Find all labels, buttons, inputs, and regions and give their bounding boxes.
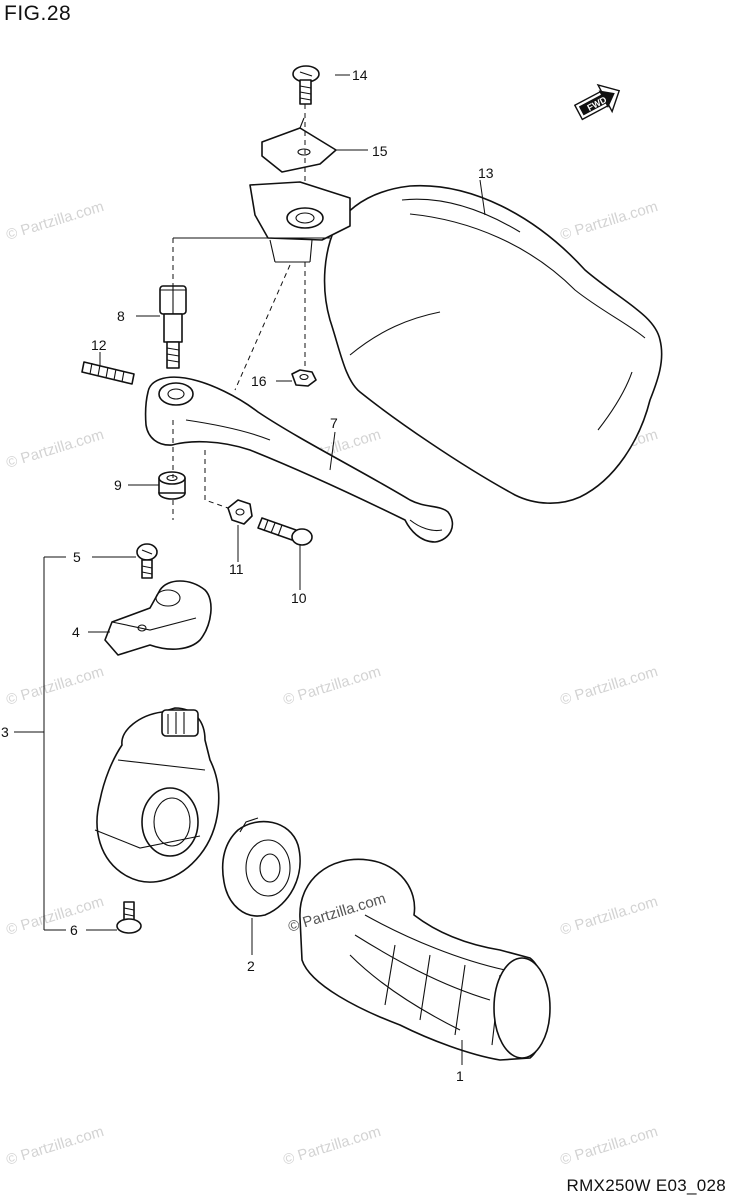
screw-5 xyxy=(136,543,158,579)
nut-16 xyxy=(291,369,317,387)
bolt-10 xyxy=(257,517,313,546)
callout-12: 12 xyxy=(91,337,107,353)
hand-guard xyxy=(323,184,663,504)
watermark-text: © Partzilla.com xyxy=(558,663,660,709)
callout-4: 4 xyxy=(72,624,80,640)
watermark-text: © Partzilla.com xyxy=(4,426,106,472)
watermark-text: © Partzilla.com xyxy=(281,663,383,709)
watermark-text: © Partzilla.com xyxy=(281,1123,383,1169)
screw-14 xyxy=(292,65,320,105)
callout-3: 3 xyxy=(1,724,9,740)
callout-5: 5 xyxy=(73,549,81,565)
watermark-text: © Partzilla.com xyxy=(558,1123,660,1169)
screw-6 xyxy=(116,901,142,934)
callout-1: 1 xyxy=(456,1068,464,1084)
brake-lever xyxy=(144,376,454,543)
watermark-text: © Partzilla.com xyxy=(558,893,660,939)
watermark-text: © Partzilla.com xyxy=(4,893,106,939)
assembly-axis-lines xyxy=(172,104,330,520)
callouts: 14 15 13 8 12 16 7 9 11 10 5 4 3 6 2 1 xyxy=(1,67,494,1084)
handlebar-grip xyxy=(299,858,551,1061)
perch-clamp-cap xyxy=(104,580,212,656)
callout-8: 8 xyxy=(117,308,125,324)
leader-lines xyxy=(14,74,486,1065)
adjuster-screw-12 xyxy=(81,361,135,385)
watermark-text: © Partzilla.com xyxy=(4,663,106,709)
callout-14: 14 xyxy=(352,67,368,83)
lever-perch-housing xyxy=(94,707,220,883)
fwd-arrow-icon: FWD xyxy=(573,83,621,121)
watermark-text: © Partzilla.com xyxy=(4,1123,106,1169)
pivot-bolt-8 xyxy=(159,285,187,369)
collar-9 xyxy=(158,471,186,500)
callout-16: 16 xyxy=(251,373,267,389)
callout-2: 2 xyxy=(247,958,255,974)
callout-9: 9 xyxy=(114,477,122,493)
guard-mount-bracket xyxy=(249,117,351,263)
watermark-text: © Partzilla.com xyxy=(558,198,660,244)
grip-collar xyxy=(221,817,301,917)
callout-15: 15 xyxy=(372,143,388,159)
figure-label: FIG.28 xyxy=(4,2,72,25)
callout-7: 7 xyxy=(330,415,338,431)
watermark-text: © Partzilla.com xyxy=(4,198,106,244)
callout-11: 11 xyxy=(229,561,244,577)
nut-11 xyxy=(227,499,253,525)
callout-6: 6 xyxy=(70,922,78,938)
callout-13: 13 xyxy=(478,165,494,181)
model-code: RMX250W E03_028 xyxy=(566,1176,726,1195)
callout-10: 10 xyxy=(291,590,307,606)
